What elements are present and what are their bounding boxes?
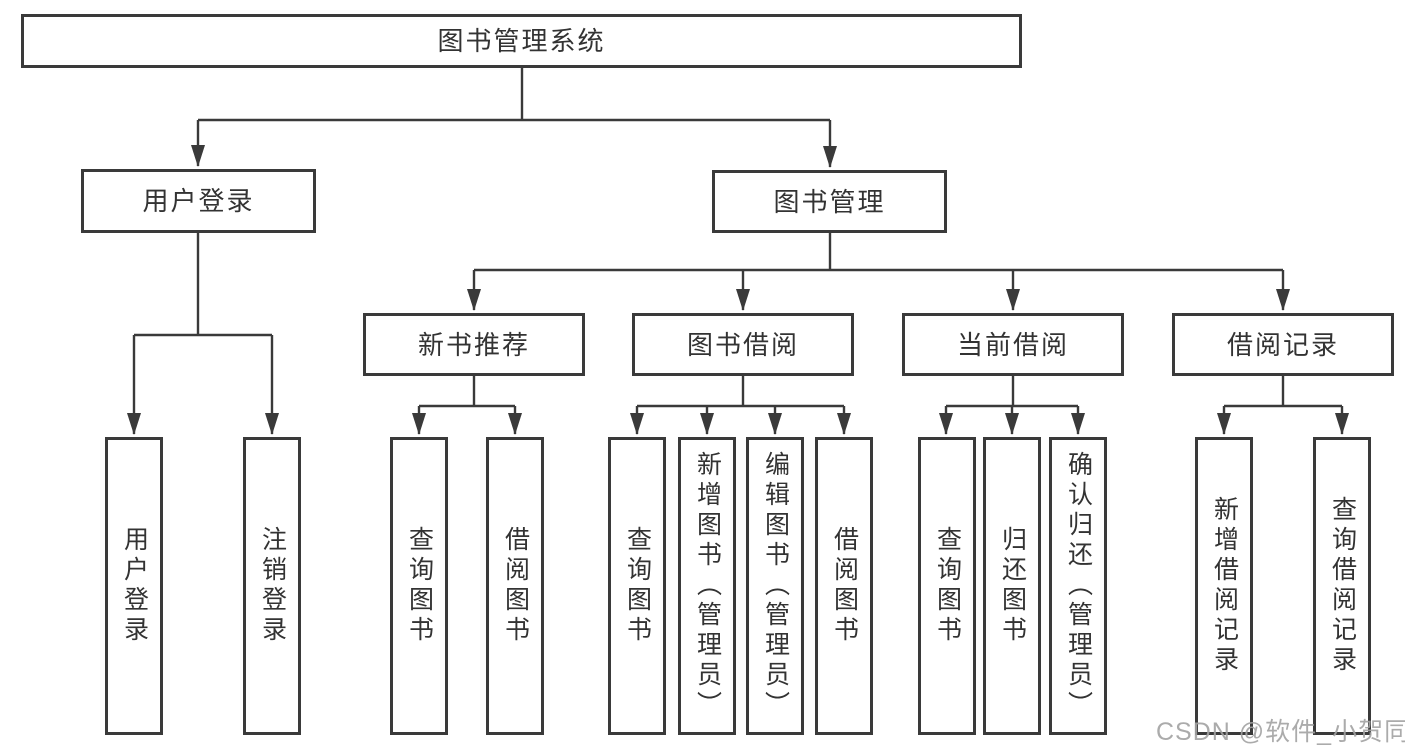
leaf-borrow-books-recommend: 借阅图书 [486,437,544,735]
leaf-logout-login: 注销登录 [243,437,301,735]
leaf-query-borrow-record: 查询借阅记录 [1313,437,1371,735]
watermark: CSDN @软件_小贺同学 [1156,718,1405,746]
node-borrowing-records: 借阅记录 [1172,313,1394,376]
leaf-borrow-books-borrowing: 借阅图书 [815,437,873,735]
leaf-edit-book-admin: 编辑图书（管理员） [746,437,804,735]
leaf-query-books-borrowing: 查询图书 [608,437,666,735]
leaf-add-borrow-record: 新增借阅记录 [1195,437,1253,735]
node-current-borrowing: 当前借阅 [902,313,1124,376]
leaf-user-login: 用户登录 [105,437,163,735]
node-library-management-system: 图书管理系统 [21,14,1022,68]
node-book-borrowing: 图书借阅 [632,313,854,376]
leaf-query-books-recommend: 查询图书 [390,437,448,735]
leaf-return-books: 归还图书 [983,437,1041,735]
leaf-query-books-current: 查询图书 [918,437,976,735]
node-new-book-recommendation: 新书推荐 [363,313,585,376]
leaf-add-book-admin: 新增图书（管理员） [678,437,736,735]
node-user-login: 用户登录 [81,169,316,233]
node-book-management: 图书管理 [712,170,947,233]
leaf-confirm-return-admin: 确认归还（管理员） [1049,437,1107,735]
